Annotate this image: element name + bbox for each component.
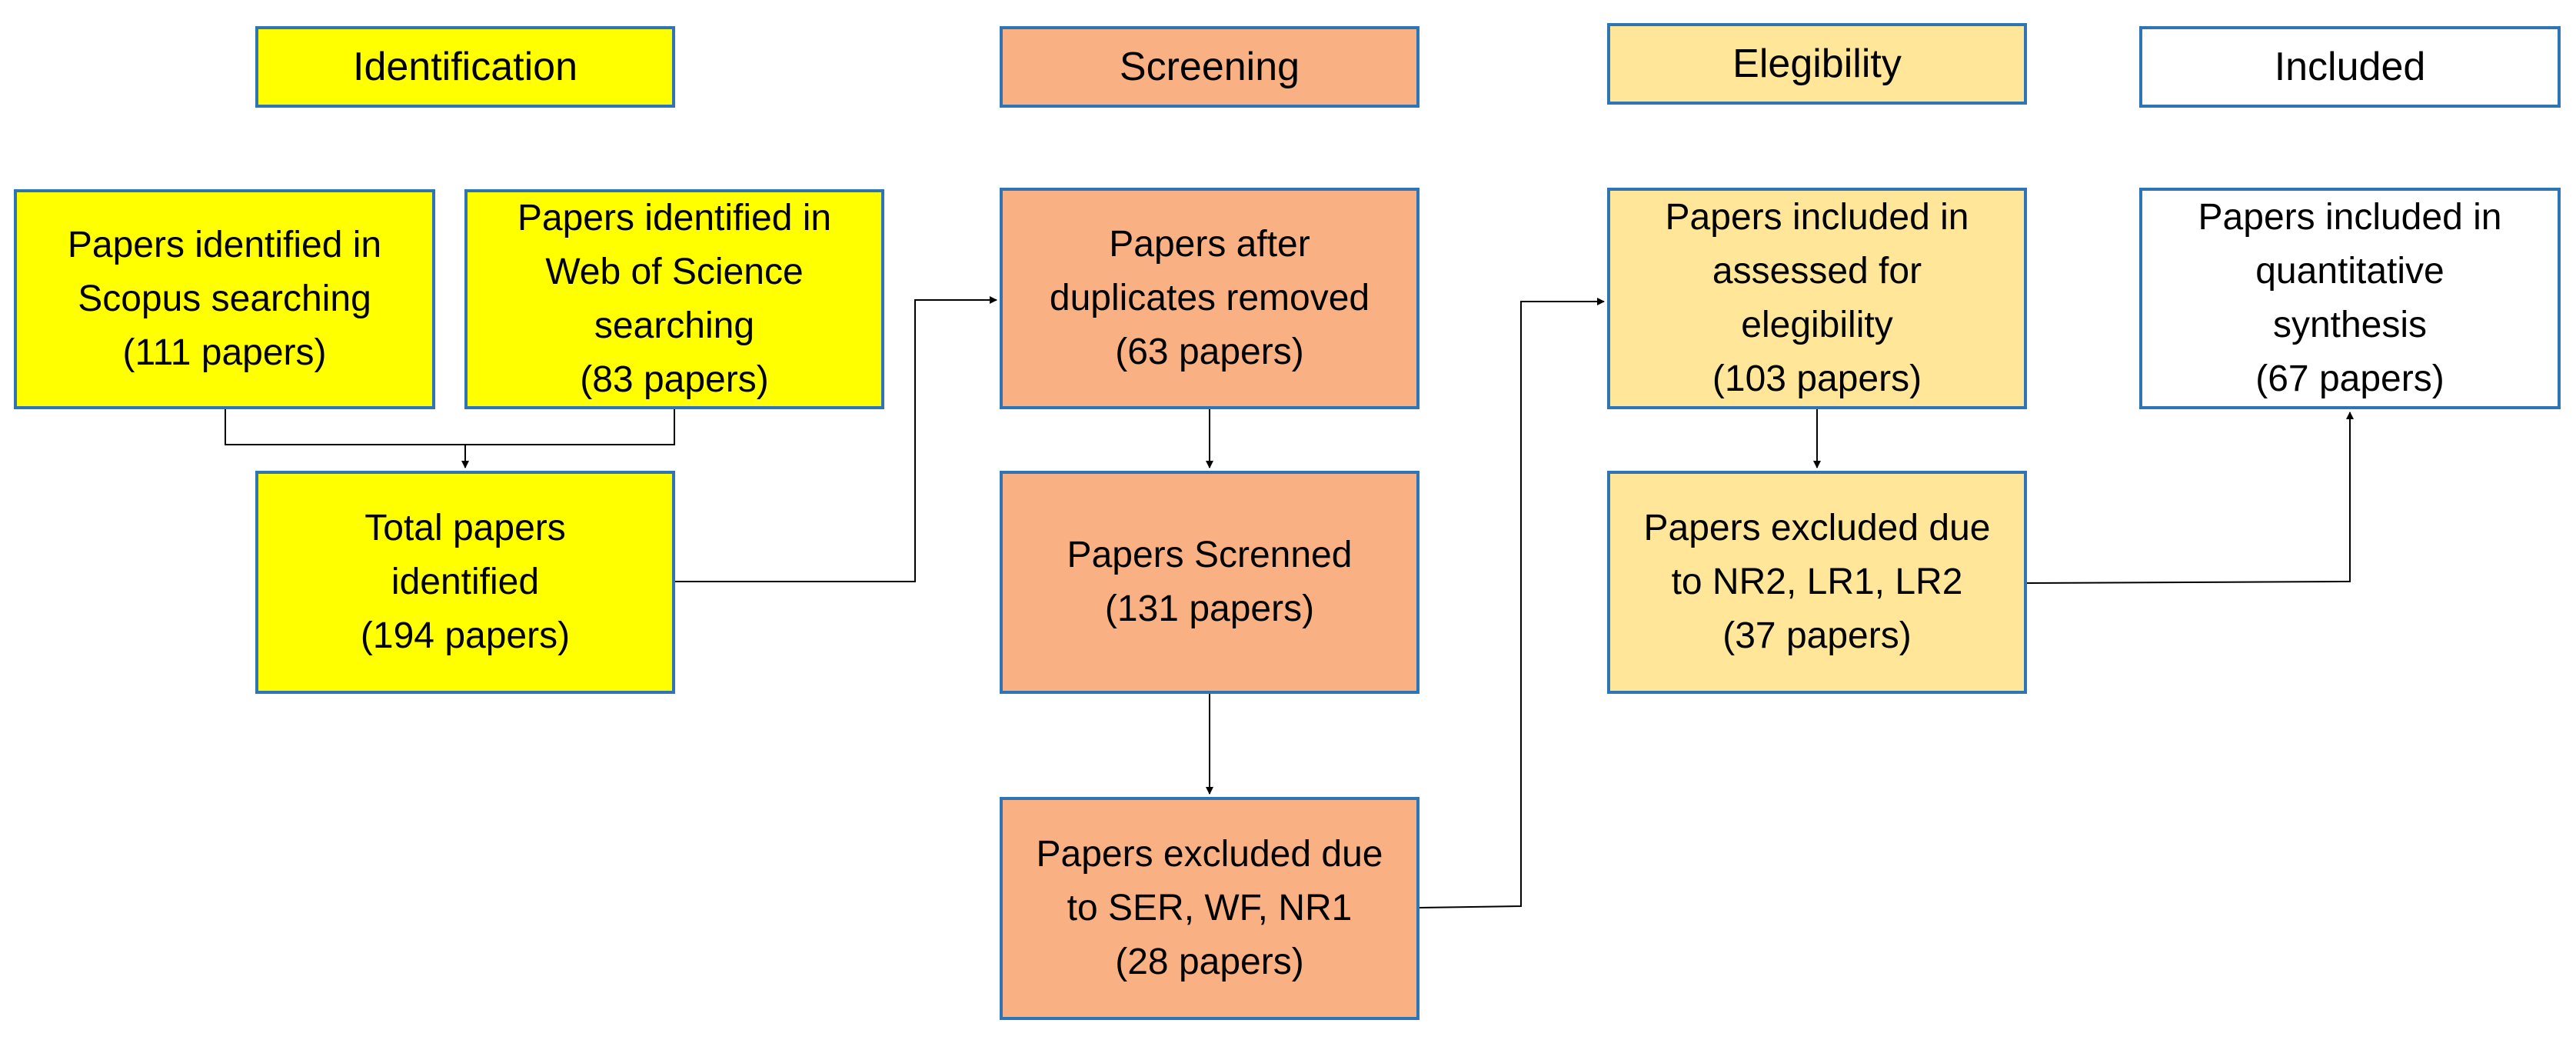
header-included-label: Included: [2274, 45, 2426, 89]
box-assessed-elegibility: Papers included in assessed for elegibil…: [1607, 188, 2027, 409]
box-quantitative-text: Papers included in quantitative synthesi…: [2198, 197, 2502, 399]
box-scopus-papers: Papers identified in Scopus searching (1…: [14, 189, 435, 409]
connector-excluded-to-assessed: [1419, 298, 1605, 908]
header-elegibility-label: Elegibility: [1732, 42, 1902, 86]
box-total-text: Total papers identified (194 papers): [360, 508, 571, 656]
connector-sources-merge: [225, 409, 675, 445]
box-total-papers: Total papers identified (194 papers): [255, 471, 675, 694]
header-screening: Screening: [1000, 26, 1419, 108]
box-after-duplicates-text: Papers after duplicates removed (63 pape…: [1049, 224, 1370, 372]
box-wos-text: Papers identified in Web of Science sear…: [517, 198, 832, 400]
box-scopus-text: Papers identified in Scopus searching (1…: [67, 225, 382, 373]
header-elegibility: Elegibility: [1607, 23, 2027, 105]
box-screened-text: Papers Screnned (131 papers): [1067, 535, 1353, 629]
header-included: Included: [2139, 26, 2561, 108]
box-after-duplicates: Papers after duplicates removed (63 pape…: [1000, 188, 1419, 409]
box-excluded-elegibility-text: Papers excluded due to NR2, LR1, LR2 (37…: [1643, 508, 1991, 656]
header-identification: Identification: [255, 26, 675, 108]
connector-excluded-to-quantitative: [2026, 412, 2354, 584]
box-excluded-screening: Papers excluded due to SER, WF, NR1 (28 …: [1000, 797, 1419, 1020]
box-quantitative-synthesis: Papers included in quantitative synthesi…: [2139, 188, 2561, 409]
header-screening-label: Screening: [1119, 45, 1300, 89]
box-screened: Papers Screnned (131 papers): [1000, 471, 1419, 694]
box-assessed-text: Papers included in assessed for elegibil…: [1665, 197, 1969, 399]
box-wos-papers: Papers identified in Web of Science sear…: [464, 189, 884, 409]
header-identification-label: Identification: [353, 45, 577, 89]
box-excluded-elegibility: Papers excluded due to NR2, LR1, LR2 (37…: [1607, 471, 2027, 694]
box-excluded-screening-text: Papers excluded due to SER, WF, NR1 (28 …: [1036, 834, 1383, 982]
